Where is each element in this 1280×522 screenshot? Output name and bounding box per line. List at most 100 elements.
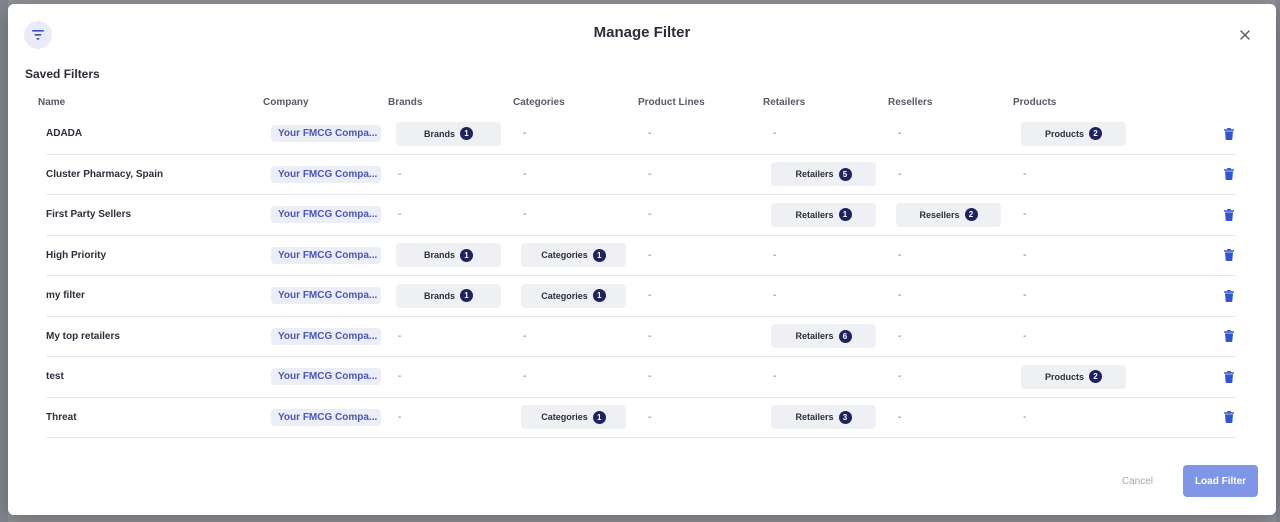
saved-filters-table: Name Company Brands Categories Product L…	[38, 90, 1236, 438]
company-cell: Your FMCG Compa...	[271, 206, 396, 224]
product-lines-cell: -	[646, 290, 771, 301]
pill-label: Brands	[423, 250, 455, 261]
count-badge: 1	[592, 410, 606, 424]
count-badge: 2	[964, 208, 978, 222]
filter-name: First Party Sellers	[46, 209, 132, 221]
products-cell: -	[1021, 331, 1146, 342]
empty-value: -	[523, 209, 527, 221]
pill-label: Products	[1044, 128, 1084, 139]
product-lines-cell: -	[646, 250, 771, 261]
empty-value: -	[523, 128, 527, 140]
empty-value: -	[898, 330, 902, 342]
actions-cell	[1146, 329, 1236, 343]
count-badge: 1	[460, 248, 473, 262]
brands-cell: Brands 1	[396, 243, 521, 268]
categories-cell: -	[521, 331, 646, 342]
trash-icon[interactable]	[1222, 208, 1236, 222]
categories-pill[interactable]: Categories 1	[521, 405, 626, 430]
trash-icon[interactable]	[1222, 127, 1236, 141]
categories-cell: -	[521, 371, 646, 382]
products-cell: -	[1021, 412, 1146, 423]
brands-cell: -	[396, 209, 521, 220]
actions-cell	[1146, 370, 1236, 384]
products-cell: Products 2	[1021, 121, 1146, 146]
empty-value: -	[898, 371, 902, 383]
filter-name: test	[46, 371, 64, 383]
categories-cell: Categories 1	[521, 405, 646, 430]
products-cell: -	[1021, 209, 1146, 220]
empty-value: -	[398, 209, 402, 221]
actions-cell	[1146, 289, 1236, 303]
brands-cell: -	[396, 412, 521, 423]
company-chip: Your FMCG Compa...	[271, 246, 381, 264]
empty-value: -	[1023, 249, 1027, 261]
products-pill[interactable]: Products 2	[1021, 121, 1126, 146]
count-badge: 2	[1089, 127, 1102, 141]
trash-icon[interactable]	[1222, 410, 1236, 424]
empty-value: -	[398, 168, 402, 180]
empty-value: -	[648, 168, 652, 180]
table-row[interactable]: High Priority Your FMCG Compa... Brands 1 Ca…	[46, 236, 1236, 276]
trash-icon[interactable]	[1222, 289, 1236, 303]
brands-cell: -	[396, 169, 521, 180]
categories-cell: -	[521, 128, 646, 139]
brands-pill[interactable]: Brands 1	[396, 243, 501, 268]
filter-name: High Priority	[46, 249, 107, 261]
categories-cell: -	[521, 169, 646, 180]
resellers-cell: -	[896, 412, 1021, 423]
pill-label: Brands	[423, 128, 455, 139]
column-header-brands: Brands	[388, 96, 423, 108]
trash-icon[interactable]	[1222, 370, 1236, 384]
close-icon[interactable]	[1238, 28, 1252, 42]
empty-value: -	[1023, 168, 1027, 180]
brands-cell: -	[396, 371, 521, 382]
empty-value: -	[648, 249, 652, 261]
resellers-cell: -	[896, 331, 1021, 342]
cancel-button[interactable]: Cancel	[1106, 468, 1169, 495]
actions-cell	[1146, 167, 1236, 181]
pill-label: Categories	[541, 250, 588, 261]
empty-value: -	[398, 330, 402, 342]
count-badge: 2	[1089, 370, 1102, 384]
product-lines-cell: -	[646, 128, 771, 139]
trash-icon[interactable]	[1222, 248, 1236, 262]
load-filter-button[interactable]: Load Filter	[1183, 465, 1258, 497]
pill-label: Categories	[541, 412, 588, 423]
count-badge: 1	[460, 289, 473, 303]
company-cell: Your FMCG Compa...	[271, 165, 396, 183]
product-lines-cell: -	[646, 169, 771, 180]
column-header-products: Products	[1013, 96, 1057, 108]
count-badge: 5	[838, 167, 852, 181]
trash-icon[interactable]	[1222, 167, 1236, 181]
resellers-cell: -	[896, 250, 1021, 261]
trash-icon[interactable]	[1222, 329, 1236, 343]
company-chip: Your FMCG Compa...	[271, 287, 381, 305]
